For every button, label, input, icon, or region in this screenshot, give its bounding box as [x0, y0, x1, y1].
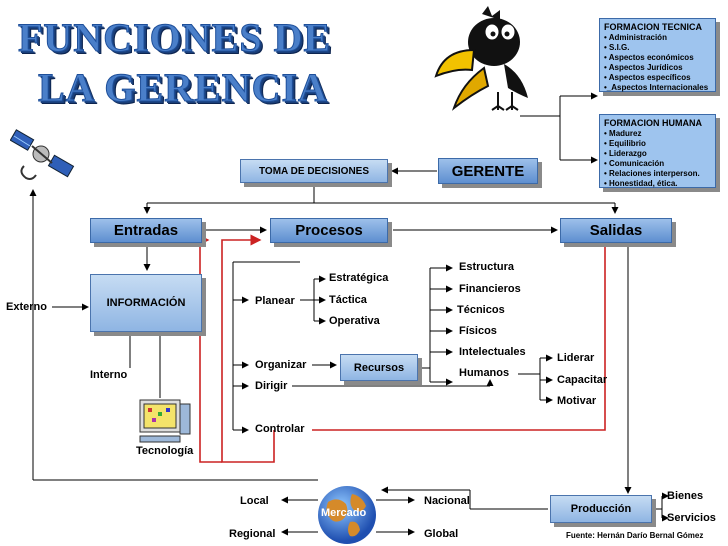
interno-label: Interno: [90, 369, 128, 381]
formacion-tecnica-item: • Aspectos Jurídicos: [604, 63, 683, 72]
formacion-tecnica-item: • S.I.G.: [604, 43, 630, 52]
salidas-box: Salidas: [560, 218, 672, 243]
dirigir-label: Dirigir: [255, 380, 288, 392]
formacion-tecnica-item: •_Aspectos Internacionales: [604, 83, 709, 92]
global-label: Global: [424, 528, 459, 540]
capacitar-label: Capacitar: [557, 374, 608, 386]
formacion-tecnica-item: • Aspectos económicos: [604, 53, 694, 62]
formacion-humana-item: • Comunicación: [604, 159, 665, 168]
tactica-label: Táctica: [329, 294, 367, 306]
formacion-tecnica-item: • Administración: [604, 33, 667, 42]
financieros-label: Financieros: [459, 283, 521, 295]
nacional-label: Nacional: [424, 495, 470, 507]
produccion-box: Producción: [550, 495, 652, 523]
computer-icon: [136, 398, 194, 444]
externo-label: Externo: [6, 301, 47, 313]
humanos-label: Humanos: [459, 367, 510, 379]
formacion-humana-item: • Liderazgo: [604, 149, 647, 158]
local-label: Local: [240, 495, 269, 507]
servicios-label: Servicios: [667, 512, 716, 524]
formacion-tecnica-box: FORMACION TECNICA • Administración • S.I…: [599, 18, 716, 92]
gerente-box: GERENTE: [438, 158, 538, 184]
formacion-humana-heading: FORMACION HUMANA: [604, 118, 702, 128]
organizar-label: Organizar: [255, 359, 307, 371]
globe-icon: [316, 484, 378, 546]
formacion-humana-item: • Madurez: [604, 129, 642, 138]
formacion-tecnica-item: • Aspectos específicos: [604, 73, 691, 82]
formacion-humana-item: • Equilibrio: [604, 139, 646, 148]
title-line-2: LA GERENCIA: [38, 65, 328, 110]
toma-decisiones-box: TOMA DE DECISIONES: [240, 159, 388, 183]
crow-illustration: [432, 6, 542, 118]
formacion-tecnica-heading: FORMACION TECNICA: [604, 22, 702, 32]
intelectuales-label: Intelectuales: [459, 346, 526, 358]
tecnicos-label: Técnicos: [457, 304, 505, 316]
satellite-icon: [9, 128, 76, 184]
regional-label: Regional: [229, 528, 276, 540]
mercado-label: Mercado: [321, 507, 367, 519]
liderar-label: Liderar: [557, 352, 595, 364]
tecnologia-label: Tecnología: [136, 445, 194, 457]
operativa-label: Operativa: [329, 315, 380, 327]
fisicos-label: Físicos: [459, 325, 497, 337]
recursos-box: Recursos: [340, 354, 418, 381]
procesos-box: Procesos: [270, 218, 388, 243]
entradas-box: Entradas: [90, 218, 202, 243]
bienes-label: Bienes: [667, 490, 704, 502]
estrategica-label: Estratégica: [329, 272, 389, 284]
planear-label: Planear: [255, 295, 295, 307]
title-line-1: FUNCIONES DE: [17, 15, 332, 60]
motivar-label: Motivar: [557, 395, 597, 407]
informacion-box: INFORMACIÓN: [90, 274, 202, 332]
formacion-humana-item: • Relaciones interperson.: [604, 169, 700, 178]
controlar-label: Controlar: [255, 423, 305, 435]
source-credit: Fuente: Hernán Darío Bernal Gómez: [566, 531, 704, 540]
formacion-humana-box: FORMACION HUMANA • Madurez • Equilibrio …: [599, 114, 716, 188]
estructura-label: Estructura: [459, 261, 515, 273]
formacion-humana-item: • Honestidad, ética.: [604, 179, 678, 188]
